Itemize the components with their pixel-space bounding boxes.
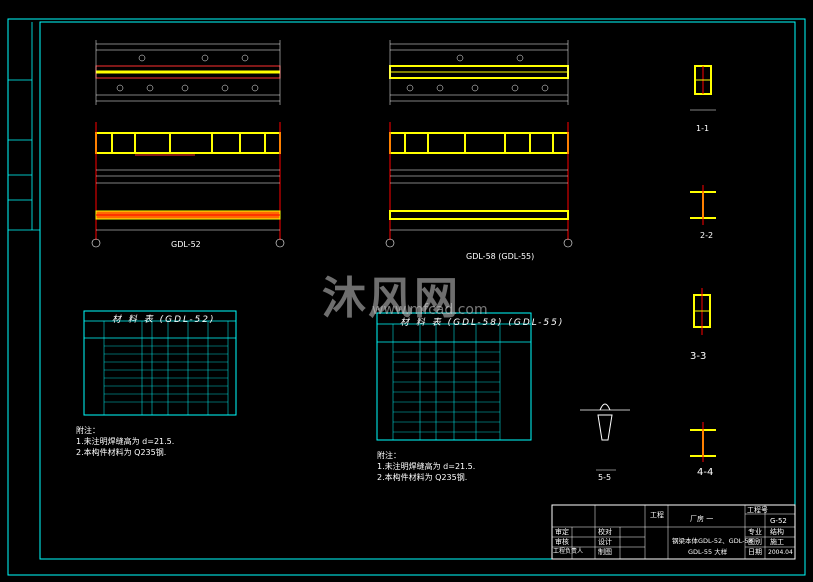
- beam-left-elevation: [95, 122, 281, 240]
- tb-scale-value: 施工: [770, 538, 784, 546]
- beam-left-bottom: [91, 210, 285, 248]
- material-table-left: [83, 310, 237, 416]
- section-4-4: [690, 422, 716, 462]
- section-2-2: [690, 185, 716, 225]
- notes-right-line: 2.本构件材料为 Q235钢.: [377, 473, 468, 482]
- notes-right: 附注： 1.未注明焊缝高为 d=21.5. 2.本构件材料为 Q235钢.: [377, 450, 475, 483]
- tb-project-name: 厂房 一: [690, 515, 714, 523]
- title-block-grid: [551, 504, 796, 560]
- section-1-1: [690, 65, 716, 111]
- section-label-4-4: 4-4: [697, 467, 714, 478]
- tb-stage-value: 结构: [770, 528, 784, 536]
- table-right-title: 材 料 表 (GDL-58) (GDL-55): [400, 318, 565, 328]
- beam-label-right: GDL-58 (GDL-55): [466, 252, 535, 261]
- watermark: 沐风网 www.mfcad.com: [322, 262, 488, 326]
- section-label-5-5: 5-5: [598, 473, 612, 482]
- tb-review: 审核: [555, 538, 569, 546]
- beam-right-plan: [389, 40, 569, 105]
- tb-date-value: 2004.04: [768, 549, 793, 556]
- drawing-border-inner: [39, 21, 796, 560]
- tb-stage-label: 专业: [748, 528, 762, 536]
- table-left-title: 材 料 表 (GDL-52): [112, 315, 216, 325]
- tb-approve: 审定: [555, 528, 569, 536]
- tb-design: 设计: [598, 538, 612, 546]
- tb-scale-label: 图别: [748, 538, 762, 546]
- beam-right-elevation: [389, 122, 569, 240]
- tb-drawing-name2: GDL-55 大样: [688, 548, 728, 556]
- section-5-5: [580, 403, 630, 471]
- tb-date-label: 日期: [748, 548, 762, 556]
- beam-left-plan: [95, 40, 281, 105]
- tb-draw: 制图: [598, 548, 612, 556]
- tb-chief: 工程负责人: [553, 548, 584, 555]
- beam-right-bottom: [385, 210, 573, 248]
- beam-label-left: GDL-52: [171, 240, 201, 249]
- section-label-1-1: 1-1: [696, 124, 710, 133]
- section-label-2-2: 2-2: [700, 231, 714, 240]
- section-3-3: [693, 288, 711, 335]
- tb-project-no-label: 工程号: [747, 506, 768, 514]
- notes-right-title: 附注：: [377, 451, 401, 460]
- notes-left: 附注： 1.未注明焊缝高为 d=21.5. 2.本构件材料为 Q235钢.: [76, 425, 174, 458]
- tb-drawing-name: 钢梁本体GDL-52、GDL-58: [672, 537, 753, 545]
- drawing-border-outer: [7, 18, 806, 576]
- tb-project-no: G-52: [770, 517, 787, 525]
- notes-left-line: 2.本构件材料为 Q235钢.: [76, 448, 167, 457]
- watermark-text: 沐风网: [322, 273, 460, 324]
- material-table-right: [376, 312, 532, 441]
- section-label-3-3: 3-3: [690, 351, 707, 362]
- watermark-url: www.mfcad.com: [372, 302, 488, 318]
- tb-proof: 校对: [598, 528, 612, 536]
- notes-right-line: 1.未注明焊缝高为 d=21.5.: [377, 462, 476, 471]
- tb-project-label: 工程: [650, 511, 664, 519]
- notes-left-title: 附注：: [76, 426, 100, 435]
- notes-left-line: 1.未注明焊缝高为 d=21.5.: [76, 437, 175, 446]
